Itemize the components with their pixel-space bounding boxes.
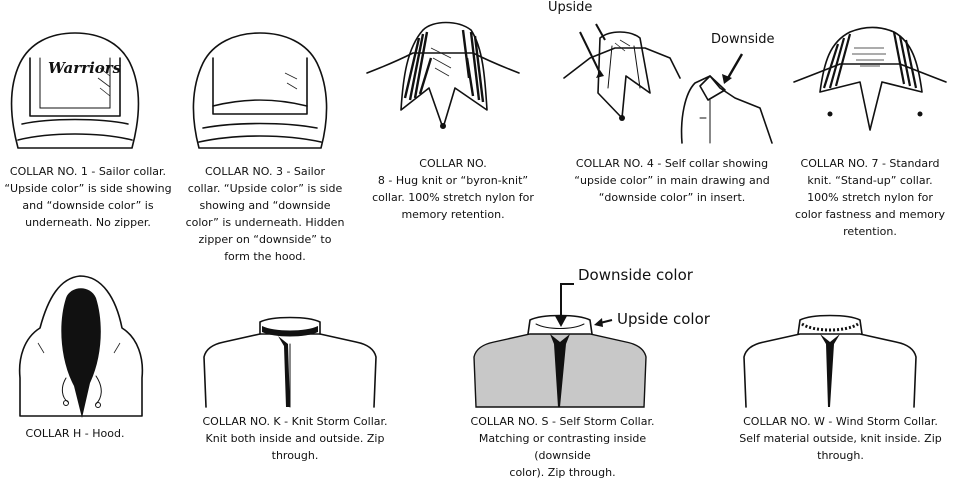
collar-k-illustration [200,312,380,408]
collar-1-caption: COLLAR NO. 1 - Sailor collar. “Upside co… [4,165,172,229]
collar-8-caption: COLLAR NO. 8 - Hug knit or “byron-knit” … [372,157,534,221]
callout-upside: Upside [548,0,593,15]
collar-3-caption: COLLAR NO. 3 - Sailor collar. “Upside co… [185,165,345,263]
collar-4-caption: COLLAR NO. 4 - Self collar showing “upsi… [574,157,770,204]
collar-s-illustration [470,312,650,408]
collar-8-illustration [363,18,523,143]
collar-k-caption: COLLAR NO. K - Knit Storm Collar. Knit b… [202,415,388,462]
collar-h-caption: COLLAR H - Hood. [25,427,125,440]
jacket-lettering: Warriors [48,59,122,77]
collar-7-illustration [790,22,950,142]
collar-1-illustration: Warriors [0,28,150,153]
callout-upside-color: Upside color [617,310,710,328]
collar-s-caption: COLLAR NO. S - Self Storm Collar. Matchi… [470,415,655,479]
collar-3-illustration [185,28,335,153]
callout-downside: Downside [711,32,775,47]
collar-w-caption: COLLAR NO. W - Wind Storm Collar. Self m… [739,415,942,462]
collar-7-caption: COLLAR NO. 7 - Standard knit. “Stand-up”… [794,157,946,238]
collar-w-illustration [740,312,920,408]
callout-downside-color: Downside color [578,266,693,284]
collar-4-illustration [560,18,775,148]
collar-h-illustration [10,268,150,418]
